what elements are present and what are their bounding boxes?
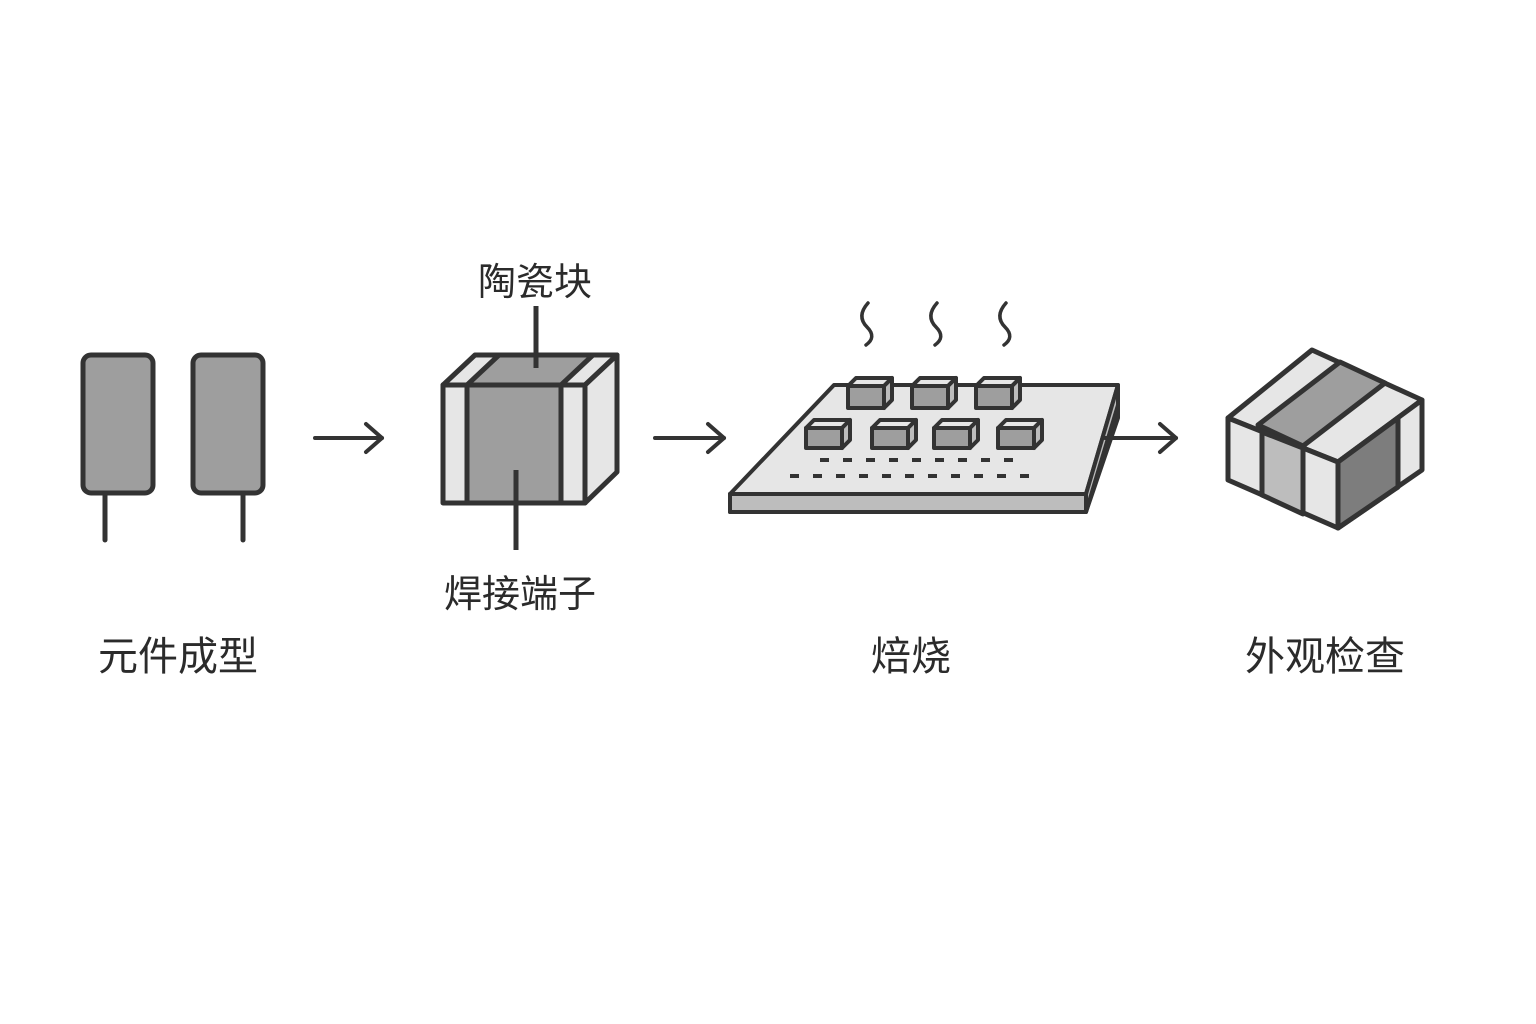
tray-chip xyxy=(932,418,980,450)
tray-chip xyxy=(804,418,852,450)
step-baking-illustration xyxy=(728,301,1120,514)
flow-arrow-3 xyxy=(1103,422,1178,454)
heat-wave-icon xyxy=(929,301,943,347)
step-label-inspection: 外观检查 xyxy=(1245,634,1405,680)
callout-solder-terminal: 焊接端子 xyxy=(444,572,596,616)
chip-side-face xyxy=(582,352,620,506)
tray-chip xyxy=(910,376,958,410)
finished-chip-side-band xyxy=(1335,415,1401,531)
callout-ceramic-block: 陶瓷块 xyxy=(478,260,592,304)
finished-chip-front-band xyxy=(1259,429,1306,517)
tray-dot-rows xyxy=(790,458,1029,478)
step-label-forming: 元件成型 xyxy=(98,634,258,680)
tray-chip xyxy=(974,376,1022,410)
step-label-baking: 焙烧 xyxy=(871,634,951,680)
step-inspection-illustration xyxy=(1225,347,1425,531)
tray-chip xyxy=(996,418,1044,450)
flow-arrow-2 xyxy=(653,422,726,454)
tray-chip xyxy=(870,418,918,450)
tray-chip xyxy=(846,376,894,410)
formed-component-right xyxy=(190,352,266,496)
flow-arrow-1 xyxy=(313,422,384,454)
step-terminals-illustration xyxy=(440,306,620,550)
finished-chip-top-band xyxy=(1255,359,1388,449)
formed-component-left xyxy=(80,352,156,496)
baking-tray-front xyxy=(728,492,1088,514)
step-forming-illustration xyxy=(80,352,266,543)
heat-wave-icon xyxy=(860,301,874,347)
heat-wave-icon xyxy=(998,301,1012,347)
